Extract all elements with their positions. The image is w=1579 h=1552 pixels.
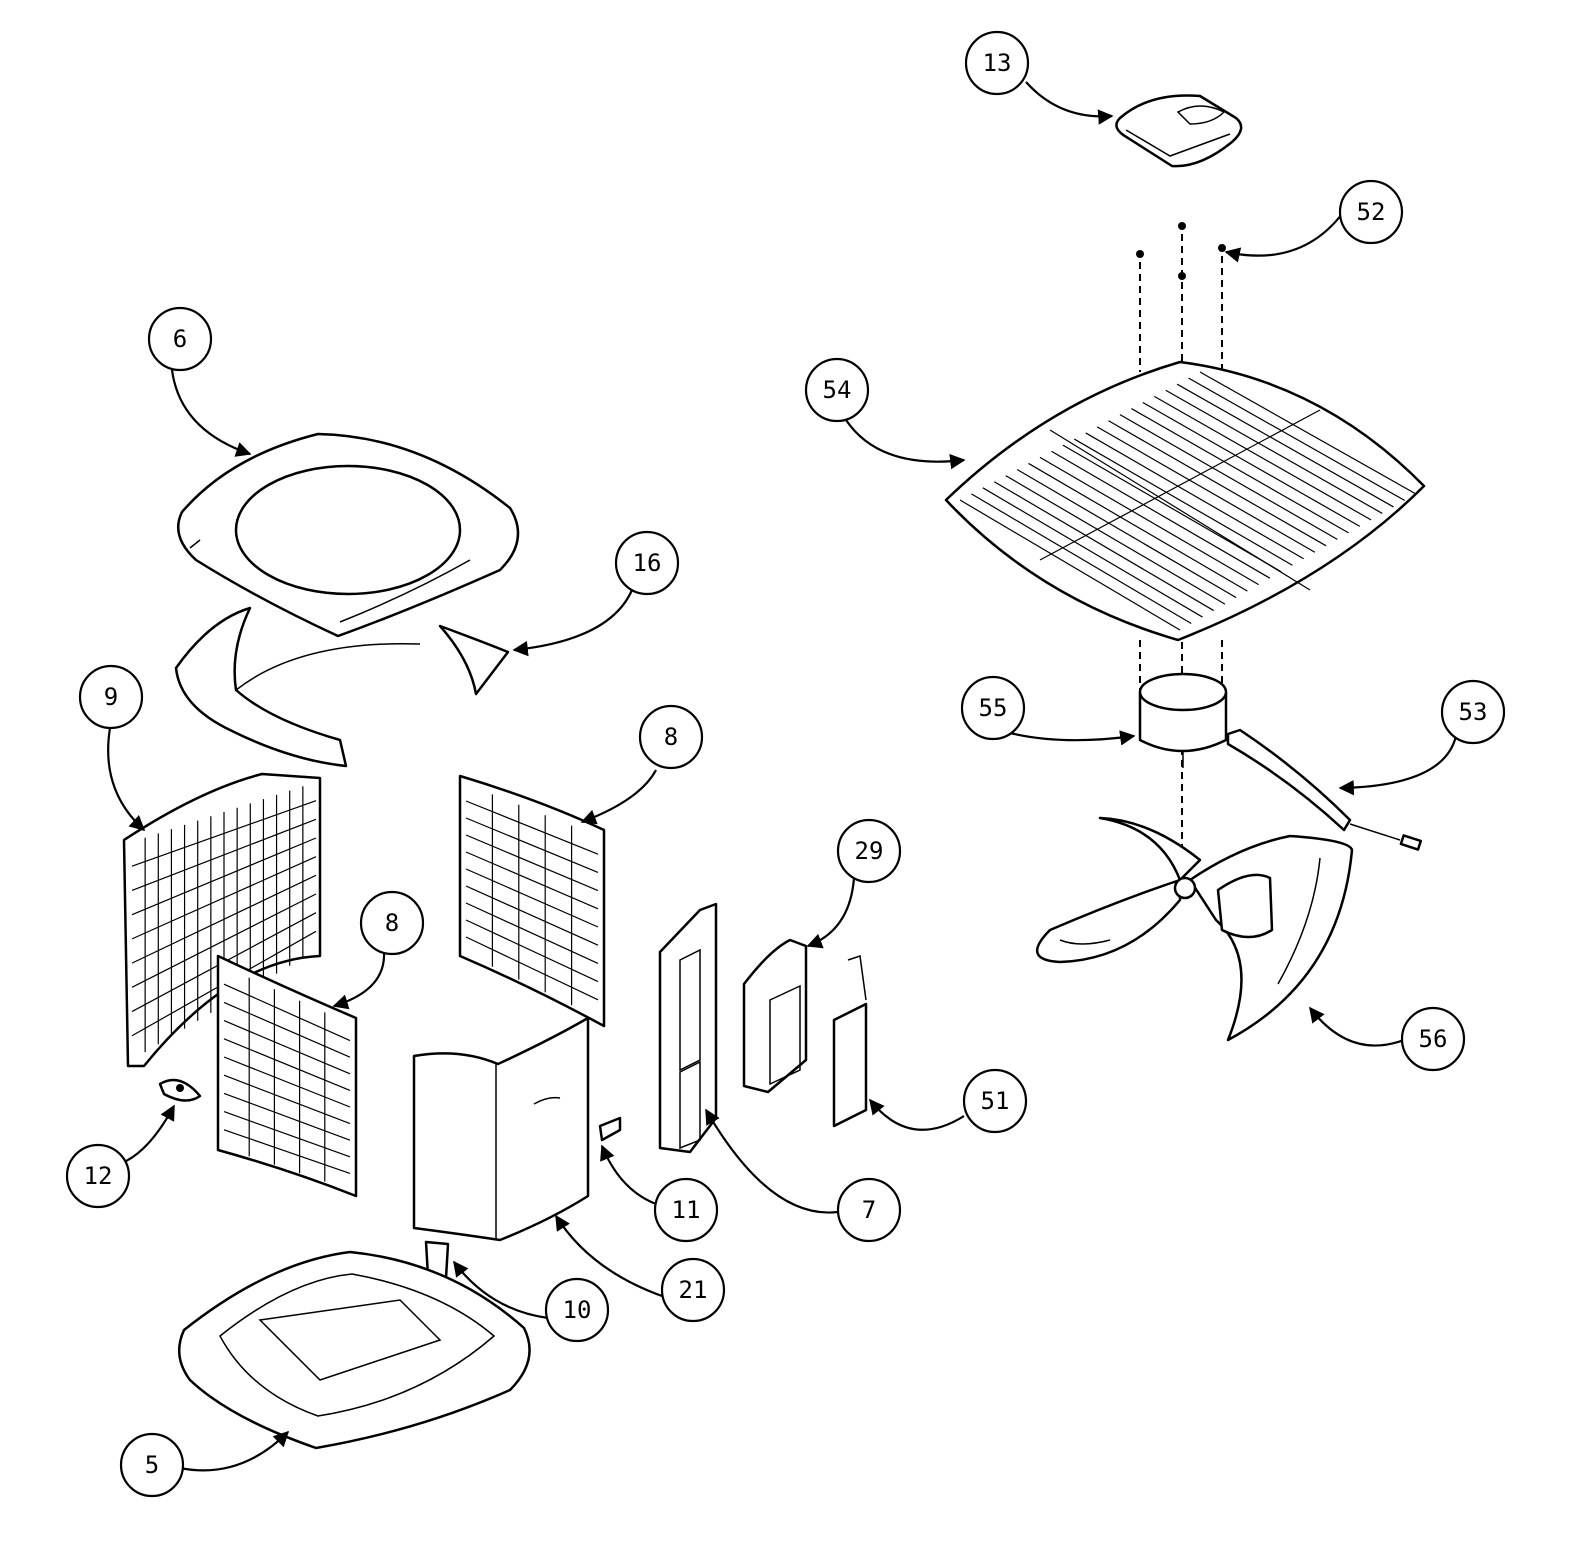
callout-55-label: 55 [979,694,1008,722]
callout-51-label: 51 [981,1087,1010,1115]
callout-21: 21 [660,1257,726,1323]
callout-52-label: 52 [1357,198,1386,226]
callout-5: 5 [119,1432,185,1498]
part-55-fan-motor [1138,672,1228,768]
part-8-coil-guard-left [216,954,358,1198]
callout-9: 9 [78,664,144,730]
callout-8-upper: 8 [638,704,704,770]
callout-13: 13 [964,30,1030,96]
callout-29: 29 [836,818,902,884]
callout-54: 54 [804,357,870,423]
leader-lines [107,81,1458,1472]
part-5-base-pan [177,1250,531,1450]
callout-55: 55 [960,675,1026,741]
callout-51: 51 [962,1068,1028,1134]
callout-11-label: 11 [672,1196,701,1224]
callout-54-label: 54 [823,376,852,404]
callout-10: 10 [544,1277,610,1343]
part-16-fan-orifice [174,606,510,768]
callout-52: 52 [1338,179,1404,245]
callout-7: 7 [836,1177,902,1243]
callout-10-label: 10 [563,1296,592,1324]
part-56-fan-blade [1035,816,1354,1042]
part-9-coil-guard [122,772,322,1068]
part-6-top-cover [177,432,520,638]
callout-8-lower: 8 [359,890,425,956]
part-53-wire-harness [1226,728,1423,851]
part-13-top-cap [1115,94,1243,168]
part-8-coil-guard-right [458,774,606,1028]
callout-7-label: 7 [862,1196,876,1224]
callout-8-upper-label: 8 [664,723,678,751]
part-21-corner-panel [412,1016,590,1242]
callout-6-label: 6 [173,325,187,353]
callout-9-label: 9 [104,683,118,711]
callout-53: 53 [1440,679,1506,745]
part-51-access-panel [832,955,868,1128]
part-54-fan-grille [944,360,1426,642]
callout-21-label: 21 [679,1276,708,1304]
callout-11: 11 [653,1177,719,1243]
callout-12-label: 12 [84,1162,113,1190]
callout-56-label: 56 [1419,1025,1448,1053]
callout-6: 6 [147,306,213,372]
part-12-grommet [158,1078,202,1102]
callout-29-label: 29 [855,837,884,865]
callout-8-lower-label: 8 [385,909,399,937]
callout-16-label: 16 [633,549,662,577]
callout-16: 16 [614,530,680,596]
callout-13-label: 13 [983,49,1012,77]
callout-5-label: 5 [145,1451,159,1479]
part-29-control-box [742,938,808,1094]
callout-12: 12 [65,1143,131,1209]
callout-53-label: 53 [1459,698,1488,726]
part-11-plug [598,1116,622,1142]
callout-56: 56 [1400,1006,1466,1072]
